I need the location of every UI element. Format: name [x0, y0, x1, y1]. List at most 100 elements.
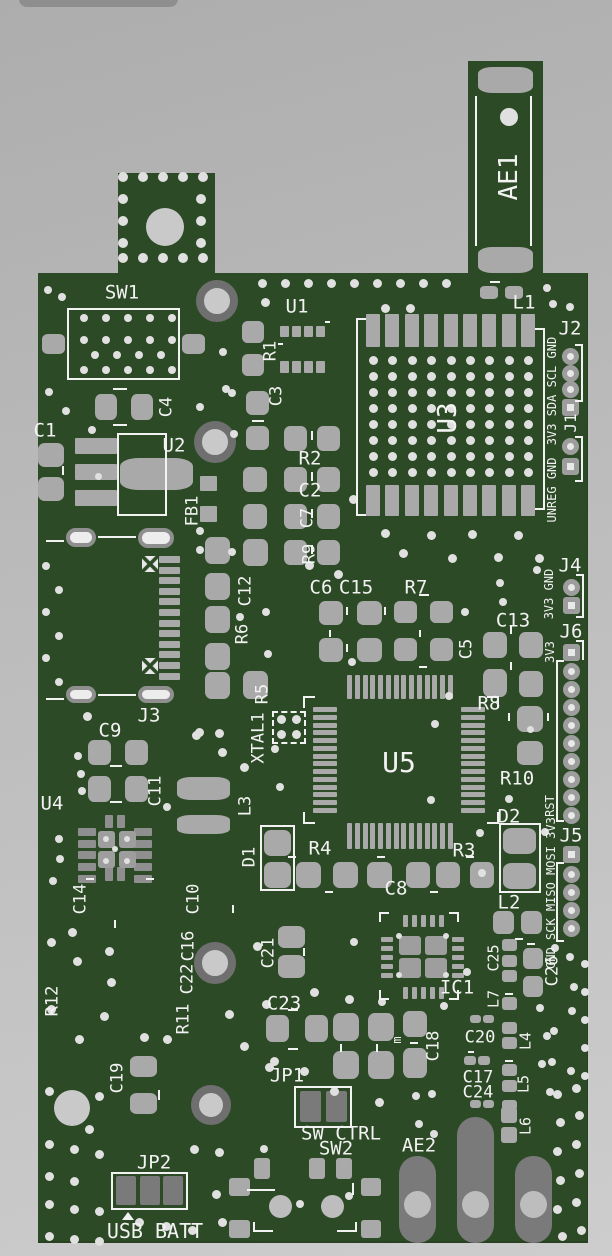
silkscreen-line [419, 594, 429, 596]
silkscreen-line [487, 696, 499, 698]
via [198, 253, 208, 263]
smd-pad [88, 740, 111, 765]
pin-pad [381, 964, 393, 969]
via [504, 356, 514, 365]
jumper-pad [116, 1176, 136, 1205]
via [105, 947, 114, 956]
silkscreen-line [556, 660, 564, 662]
smd-pad [125, 740, 148, 765]
silkscreen-line [288, 1048, 298, 1050]
via [543, 1032, 551, 1040]
silkscreen-label-r7: R7 [404, 576, 428, 599]
via [196, 238, 206, 248]
via [230, 430, 238, 438]
pin-pad-dark [134, 839, 152, 848]
silkscreen-line [158, 1090, 160, 1100]
silkscreen-line [535, 328, 545, 330]
smd-pad-small [464, 1056, 476, 1065]
pin-pad [461, 738, 485, 744]
via [407, 452, 417, 461]
silkscreen-line [303, 812, 305, 824]
silkscreen-line [419, 630, 421, 637]
via [396, 279, 405, 288]
silkscreen-label-c24: C24 [462, 1082, 494, 1103]
smd-pad-small [361, 1178, 381, 1196]
smd-pad-small [502, 955, 517, 967]
via [388, 420, 398, 429]
via [45, 1172, 54, 1181]
pin-pad [313, 800, 337, 806]
silkscreen-line [303, 948, 305, 956]
silkscreen-label-m: m [390, 1036, 404, 1044]
pin-pad [421, 987, 426, 999]
via [49, 877, 57, 885]
hole-pad [462, 1191, 489, 1218]
via [253, 942, 262, 951]
via [575, 1111, 584, 1120]
via [100, 1012, 109, 1021]
silkscreen-label-c9: C9 [98, 719, 122, 742]
via [190, 1145, 199, 1154]
via [75, 1035, 84, 1044]
smd-pad-small [470, 1015, 481, 1023]
smd-pad [296, 862, 321, 888]
silkscreen-label-c3: C3 [266, 385, 287, 407]
pin-pad [461, 745, 485, 751]
via [80, 314, 88, 322]
silkscreen-line [325, 891, 333, 893]
silkscreen-line [497, 696, 499, 708]
via [407, 356, 417, 365]
smd-pad [246, 426, 269, 450]
pin-pad [439, 915, 444, 927]
via [70, 1235, 79, 1244]
silkscreen-label-c2: C2 [298, 479, 322, 502]
via [412, 1092, 420, 1100]
via [196, 216, 206, 226]
pin-pad [366, 485, 380, 516]
silkscreen-outline [294, 1086, 352, 1128]
pin-pad [424, 675, 430, 699]
pin-pad [347, 675, 353, 699]
pin-pad [304, 361, 313, 373]
through-hole-pad [562, 381, 579, 398]
via [466, 420, 475, 429]
pin-pad [159, 651, 180, 659]
via [168, 366, 176, 374]
via [388, 468, 398, 477]
silkscreen-label-3v3-sda-scl-gnd: 3V3 SDA SCL GND [545, 336, 559, 446]
silkscreen-line [253, 1230, 273, 1232]
pin-pad [409, 823, 415, 849]
silkscreen-line [449, 998, 459, 1000]
through-hole-pad [563, 807, 580, 824]
silkscreen-line [430, 891, 438, 893]
via [427, 436, 437, 445]
silkscreen-label-c4: C4 [156, 396, 177, 418]
via [261, 298, 270, 307]
silkscreen-line [379, 912, 381, 922]
via [581, 1016, 589, 1024]
smd-pad-small [309, 1158, 325, 1179]
via [277, 715, 286, 724]
silkscreen-line [582, 640, 584, 660]
via [388, 388, 398, 397]
slot-pad [66, 686, 96, 703]
pin-pad [452, 946, 464, 951]
pin-pad [461, 776, 485, 782]
pin-pad [200, 506, 217, 522]
pin-pad [313, 792, 337, 798]
silkscreen-line [379, 912, 389, 914]
via [388, 452, 398, 461]
silkscreen-line [311, 545, 313, 554]
via [494, 553, 503, 562]
pin-pad [461, 792, 485, 798]
via [196, 527, 204, 535]
pin-pad [416, 823, 422, 849]
via [551, 944, 559, 952]
pin-pad [381, 937, 393, 942]
pin-pad [313, 714, 337, 720]
smd-pad [38, 477, 64, 501]
via [427, 531, 436, 540]
via [83, 712, 92, 721]
silkscreen-line [556, 660, 558, 822]
slot-pad [138, 686, 174, 703]
